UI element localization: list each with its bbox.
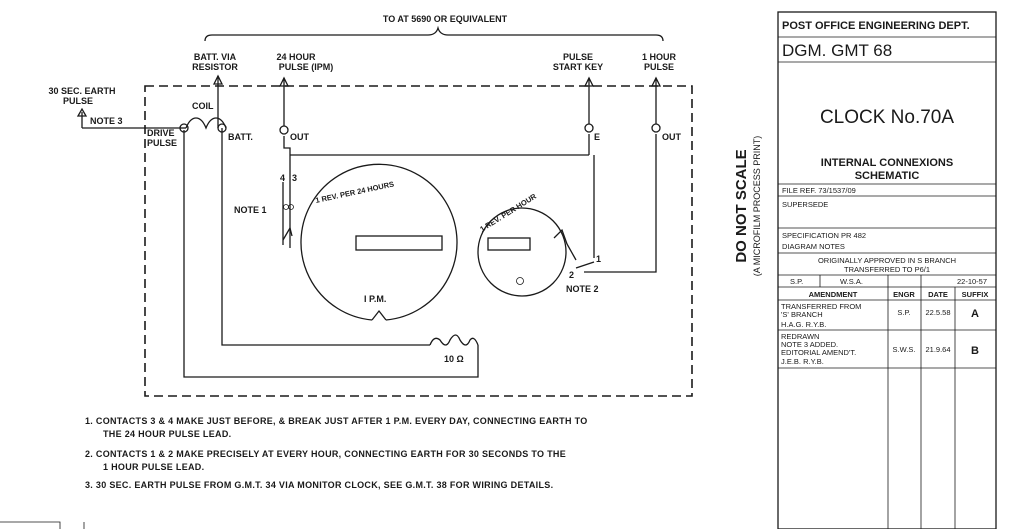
header-date: DATE	[928, 290, 948, 299]
drive-pulse-terminal	[179, 123, 189, 133]
resistor-label: 10 Ω	[444, 354, 464, 364]
note3-label: NOTE 3	[90, 116, 123, 126]
amend-a-line-3: H.A.G. R.Y.B.	[781, 320, 826, 329]
note1-label: NOTE 1	[234, 205, 267, 215]
title-block: POST OFFICE ENGINEERING DEPT. DGM. GMT 6…	[777, 11, 997, 529]
amend-a-line-1: TRANSFERRED FROM	[781, 302, 861, 311]
coil-label: COIL	[192, 101, 214, 111]
pulse-start-key-label-2: START KEY	[553, 62, 603, 72]
amend-b-line-2: NOTE 3 ADDED.	[781, 340, 838, 349]
wheel-24h-caption: 1 REV. PER 24 HOURS	[315, 179, 395, 204]
batt-label: BATT.	[228, 132, 253, 142]
out-label-24h: OUT	[290, 132, 310, 142]
top-label: TO AT 5690 OR EQUIVALENT	[383, 14, 508, 24]
do-not-scale-label: DO NOT SCALE	[733, 149, 750, 262]
amend-b-suffix: B	[971, 345, 979, 357]
amend-a-date: 22.5.58	[925, 308, 950, 317]
earth-pulse-label-2: PULSE	[63, 96, 93, 106]
drive-label: DRIVE	[147, 128, 175, 138]
file-ref: FILE REF. 73/1537/09	[782, 186, 856, 195]
out-terminal-24h	[279, 125, 289, 135]
note-line-4: 1 HOUR PULSE LEAD.	[103, 462, 204, 472]
amend-b-line-4: J.E.B. R.Y.B.	[781, 357, 824, 366]
contact-2-label: 2	[569, 270, 574, 280]
terminal-labels: NOTE 3 COIL DRIVE PULSE BATT. OUT E OUT	[90, 101, 682, 148]
earth-pulse-label-1: 30 SEC. EARTH	[48, 86, 115, 96]
wheel-24-hour: 1 REV. PER 24 HOURS I P.M.	[300, 163, 458, 321]
diagram-notes: 1. CONTACTS 3 & 4 MAKE JUST BEFORE, & BR…	[85, 416, 588, 490]
drawing-subtitle-1: INTERNAL CONNEXIONS	[821, 157, 953, 169]
note-line-2: THE 24 HOUR PULSE LEAD.	[103, 429, 231, 439]
amend-b-engr: S.W.S.	[893, 345, 916, 354]
header-engr: ENGR	[893, 290, 915, 299]
sig-date: 22-10-57	[957, 277, 987, 286]
batt-resistor-label-2: RESISTOR	[192, 62, 238, 72]
spec-label: SPECIFICATION PR 482	[782, 231, 866, 240]
amend-a-engr: S.P.	[897, 308, 910, 317]
top-brace: TO AT 5690 OR EQUIVALENT	[204, 14, 664, 42]
contacts-3-4: 4 3 NOTE 1	[234, 173, 297, 241]
out-terminal-1h	[651, 123, 661, 133]
approval-line-2: TRANSFERRED TO P6/1	[844, 265, 930, 274]
amend-a-suffix: A	[971, 308, 979, 320]
approval-line-1: ORIGINALLY APPROVED IN S BRANCH	[818, 256, 956, 265]
drive-pulse-label: PULSE	[147, 138, 177, 148]
amend-b-date: 21.9.64	[925, 345, 950, 354]
amend-b-line-3: EDITORIAL AMEND'T.	[781, 348, 856, 357]
header-amendment: AMENDMENT	[809, 290, 858, 299]
out-label-1h: OUT	[662, 132, 682, 142]
header-suffix: SUFFIX	[962, 290, 989, 299]
clock-enclosure	[144, 85, 693, 397]
pulse-1h-label-1: 1 HOUR	[642, 52, 677, 62]
note-line-1: 1. CONTACTS 3 & 4 MAKE JUST BEFORE, & BR…	[85, 416, 588, 426]
contact-1-label: 1	[596, 254, 601, 264]
batt-resistor-label-1: BATT. VIA	[194, 52, 237, 62]
pulse-24h-label-2: PULSE (IPM)	[279, 62, 334, 72]
wiring	[76, 74, 662, 378]
e-label: E	[594, 132, 600, 142]
wheel-1h-caption: 1 REV. PER HOUR	[478, 191, 538, 233]
drawing-subtitle-2: SCHEMATIC	[855, 170, 920, 182]
dept-label: POST OFFICE ENGINEERING DEPT.	[782, 20, 970, 32]
sig-sp: S.P.	[790, 277, 803, 286]
wheel-1-hour: 1 REV. PER HOUR	[477, 191, 577, 297]
e-terminal	[584, 123, 594, 133]
pulse-24h-label-1: 24 HOUR	[276, 52, 316, 62]
contact-3-label: 3	[292, 173, 297, 183]
supersede-label: SUPERSEDE	[782, 200, 828, 209]
connection-labels: BATT. VIA RESISTOR 24 HOUR PULSE (IPM) P…	[48, 52, 676, 106]
microfilm-label: (A MICROFILM PROCESS PRINT)	[752, 136, 762, 277]
pulse-1h-label-2: PULSE	[644, 62, 674, 72]
amend-b-line-1: REDRAWN	[781, 332, 819, 341]
terminals	[179, 123, 661, 135]
scale-warning: DO NOT SCALE (A MICROFILM PROCESS PRINT)	[733, 136, 762, 277]
note-line-5: 3. 30 SEC. EARTH PULSE FROM G.M.T. 34 VI…	[85, 480, 553, 490]
diagram-notes-label: DIAGRAM NOTES	[782, 242, 845, 251]
contacts-1-2: 2 1 NOTE 2	[566, 254, 601, 294]
ipm-label: I P.M.	[364, 294, 386, 304]
note2-label: NOTE 2	[566, 284, 599, 294]
sig-wsa: W.S.A.	[840, 277, 863, 286]
note-line-3: 2. CONTACTS 1 & 2 MAKE PRECISELY AT EVER…	[85, 449, 566, 459]
contact-4-label: 4	[280, 173, 285, 183]
batt-terminal	[217, 123, 227, 133]
pulse-start-key-label-1: PULSE	[563, 52, 593, 62]
drawing-title: CLOCK No.70A	[820, 107, 954, 128]
amend-a-line-2: 'S' BRANCH	[781, 310, 823, 319]
drawing-number: DGM. GMT 68	[782, 41, 892, 60]
